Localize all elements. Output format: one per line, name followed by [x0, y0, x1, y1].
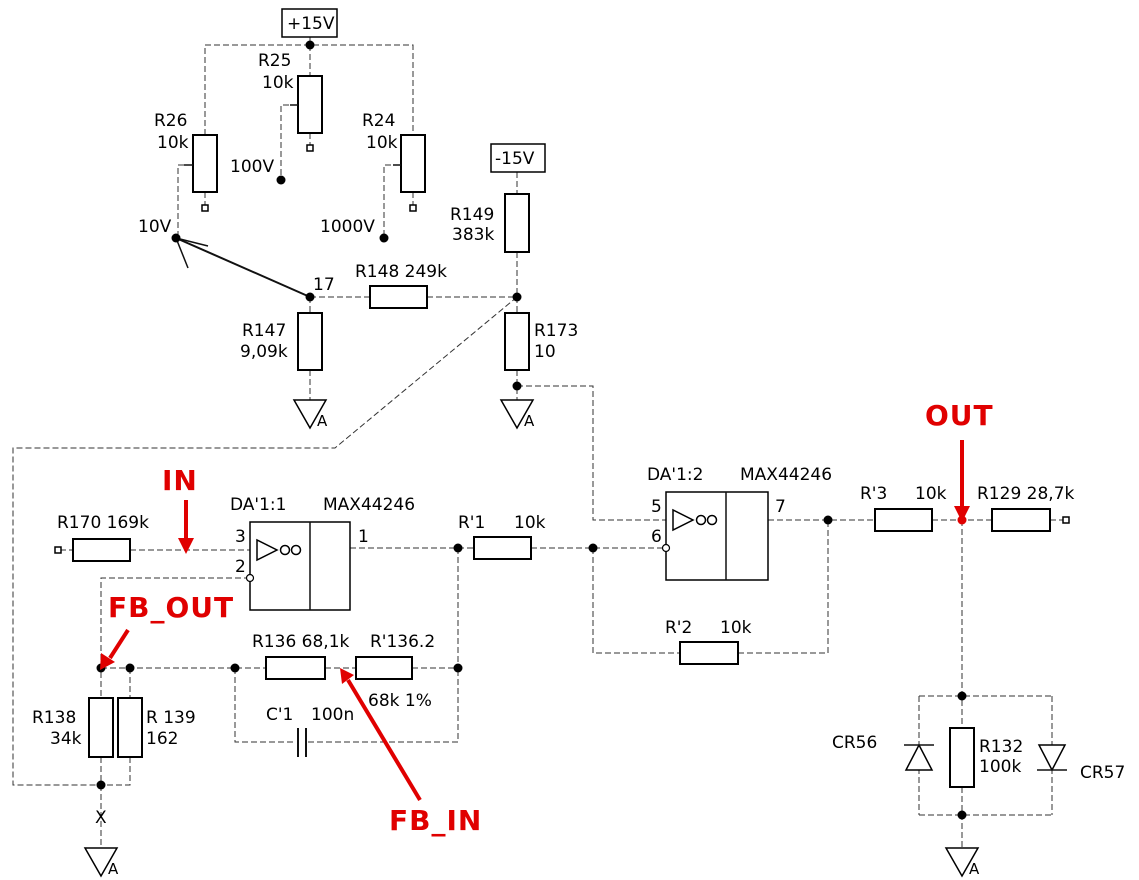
- ground-symbols: [83, 399, 980, 878]
- resistor-r147: [297, 312, 323, 371]
- da2-pin7: 7: [775, 497, 786, 517]
- range-switch-arm: [175, 237, 311, 298]
- r138-name: R138: [32, 708, 76, 728]
- r129-name: R129 28,7k: [977, 484, 1075, 504]
- annotation-fb-out-label: FB_OUT: [108, 591, 234, 624]
- r136-2-value: 68k 1%: [368, 691, 432, 711]
- r25-value: 10k: [262, 73, 294, 93]
- cr57-name: CR57: [1080, 763, 1125, 783]
- r139-name: R 139: [146, 708, 196, 728]
- ground-label-3: A: [108, 860, 119, 878]
- r24-value: 10k: [366, 133, 398, 153]
- resistor-r138: [88, 697, 114, 758]
- ground-label-1: A: [317, 412, 328, 430]
- rp2-name: R'2: [665, 618, 692, 638]
- r149-name: R149: [450, 205, 494, 225]
- da2-part: MAX44246: [740, 465, 832, 485]
- node-x: X: [95, 808, 107, 828]
- resistor-rp2: [679, 641, 739, 665]
- r24-name: R24: [362, 111, 395, 131]
- opamp-da1: [245, 521, 351, 611]
- r132-name: R132: [979, 737, 1023, 757]
- r26-value: 10k: [157, 133, 189, 153]
- resistor-r173: [504, 312, 530, 371]
- resistor-r26: [192, 134, 218, 193]
- r25-name: R25: [258, 51, 291, 71]
- annotation-out: OUT: [925, 399, 994, 522]
- r132-value: 100k: [979, 757, 1021, 777]
- annotation-fb-out: FB_OUT: [100, 591, 234, 670]
- r148-name: R148 249k: [355, 262, 447, 282]
- node-17: 17: [313, 275, 335, 295]
- annotation-fb-in-label: FB_IN: [389, 804, 482, 837]
- rp3-name: R'3: [860, 484, 887, 504]
- rail-box-vpos: [281, 8, 338, 38]
- resistor-r149: [504, 193, 530, 253]
- r173-name: R173: [534, 321, 578, 341]
- ground-label-4: A: [969, 860, 980, 878]
- diode-cr57: [1037, 744, 1067, 772]
- resistor-r132: [949, 727, 975, 788]
- r136-name: R136 68,1k: [252, 632, 350, 652]
- tap-100v: 100V: [230, 157, 274, 177]
- da1-pin2: 2: [235, 557, 246, 577]
- da2-name: DA'1:2: [647, 465, 703, 485]
- rail-box-vneg: [490, 143, 546, 173]
- resistor-r136: [265, 656, 326, 680]
- da1-pin3: 3: [235, 527, 246, 547]
- da2-pin6: 6: [651, 527, 662, 547]
- resistor-r25: [297, 75, 323, 134]
- pot-wipers: [184, 104, 401, 166]
- tap-1000v: 1000V: [320, 217, 375, 237]
- resistor-r24: [400, 134, 426, 193]
- c1-value: 100n: [311, 705, 354, 725]
- tap-10v: 10V: [138, 217, 172, 237]
- r139-value: 162: [146, 729, 178, 749]
- resistor-r148: [369, 285, 428, 309]
- r138-value: 34k: [50, 729, 82, 749]
- r149-value: 383k: [452, 225, 494, 245]
- ground-label-2: A: [524, 412, 535, 430]
- annotation-in-label: IN: [162, 464, 198, 497]
- annotation-fb-in: FB_IN: [340, 668, 482, 837]
- annotation-in: IN: [162, 464, 198, 554]
- da1-pin1: 1: [358, 527, 369, 547]
- da2-pin5: 5: [651, 497, 662, 517]
- r136-2-name: R'136.2: [370, 632, 435, 652]
- r170-name: R170 169k: [57, 513, 149, 533]
- vneg-label: -15V: [495, 149, 535, 169]
- diode-cr56: [904, 743, 934, 771]
- capacitor-c1: [297, 728, 307, 757]
- opamp-da2: [661, 491, 769, 581]
- annotation-out-label: OUT: [925, 399, 994, 432]
- rp1-value: 10k: [514, 513, 546, 533]
- cr56-name: CR56: [832, 733, 877, 753]
- resistor-rp3: [874, 508, 933, 532]
- da1-part: MAX44246: [323, 495, 415, 515]
- rp1-name: R'1: [458, 513, 485, 533]
- resistor-r129: [991, 508, 1051, 532]
- resistors: [72, 75, 1051, 788]
- r147-value: 9,09k: [240, 342, 288, 362]
- rp3-value: 10k: [915, 484, 947, 504]
- resistor-rp1: [473, 536, 532, 560]
- resistor-r136-2: [355, 656, 413, 680]
- terminals: [54, 144, 1070, 554]
- r173-value: 10: [534, 342, 556, 362]
- resistor-r170: [72, 538, 131, 562]
- r26-name: R26: [154, 111, 187, 131]
- rp2-value: 10k: [720, 618, 752, 638]
- vpos-label: +15V: [287, 14, 335, 34]
- resistor-r139: [117, 697, 143, 758]
- r147-name: R147: [242, 321, 286, 341]
- da1-name: DA'1:1: [230, 495, 286, 515]
- c1-name: C'1: [266, 705, 293, 725]
